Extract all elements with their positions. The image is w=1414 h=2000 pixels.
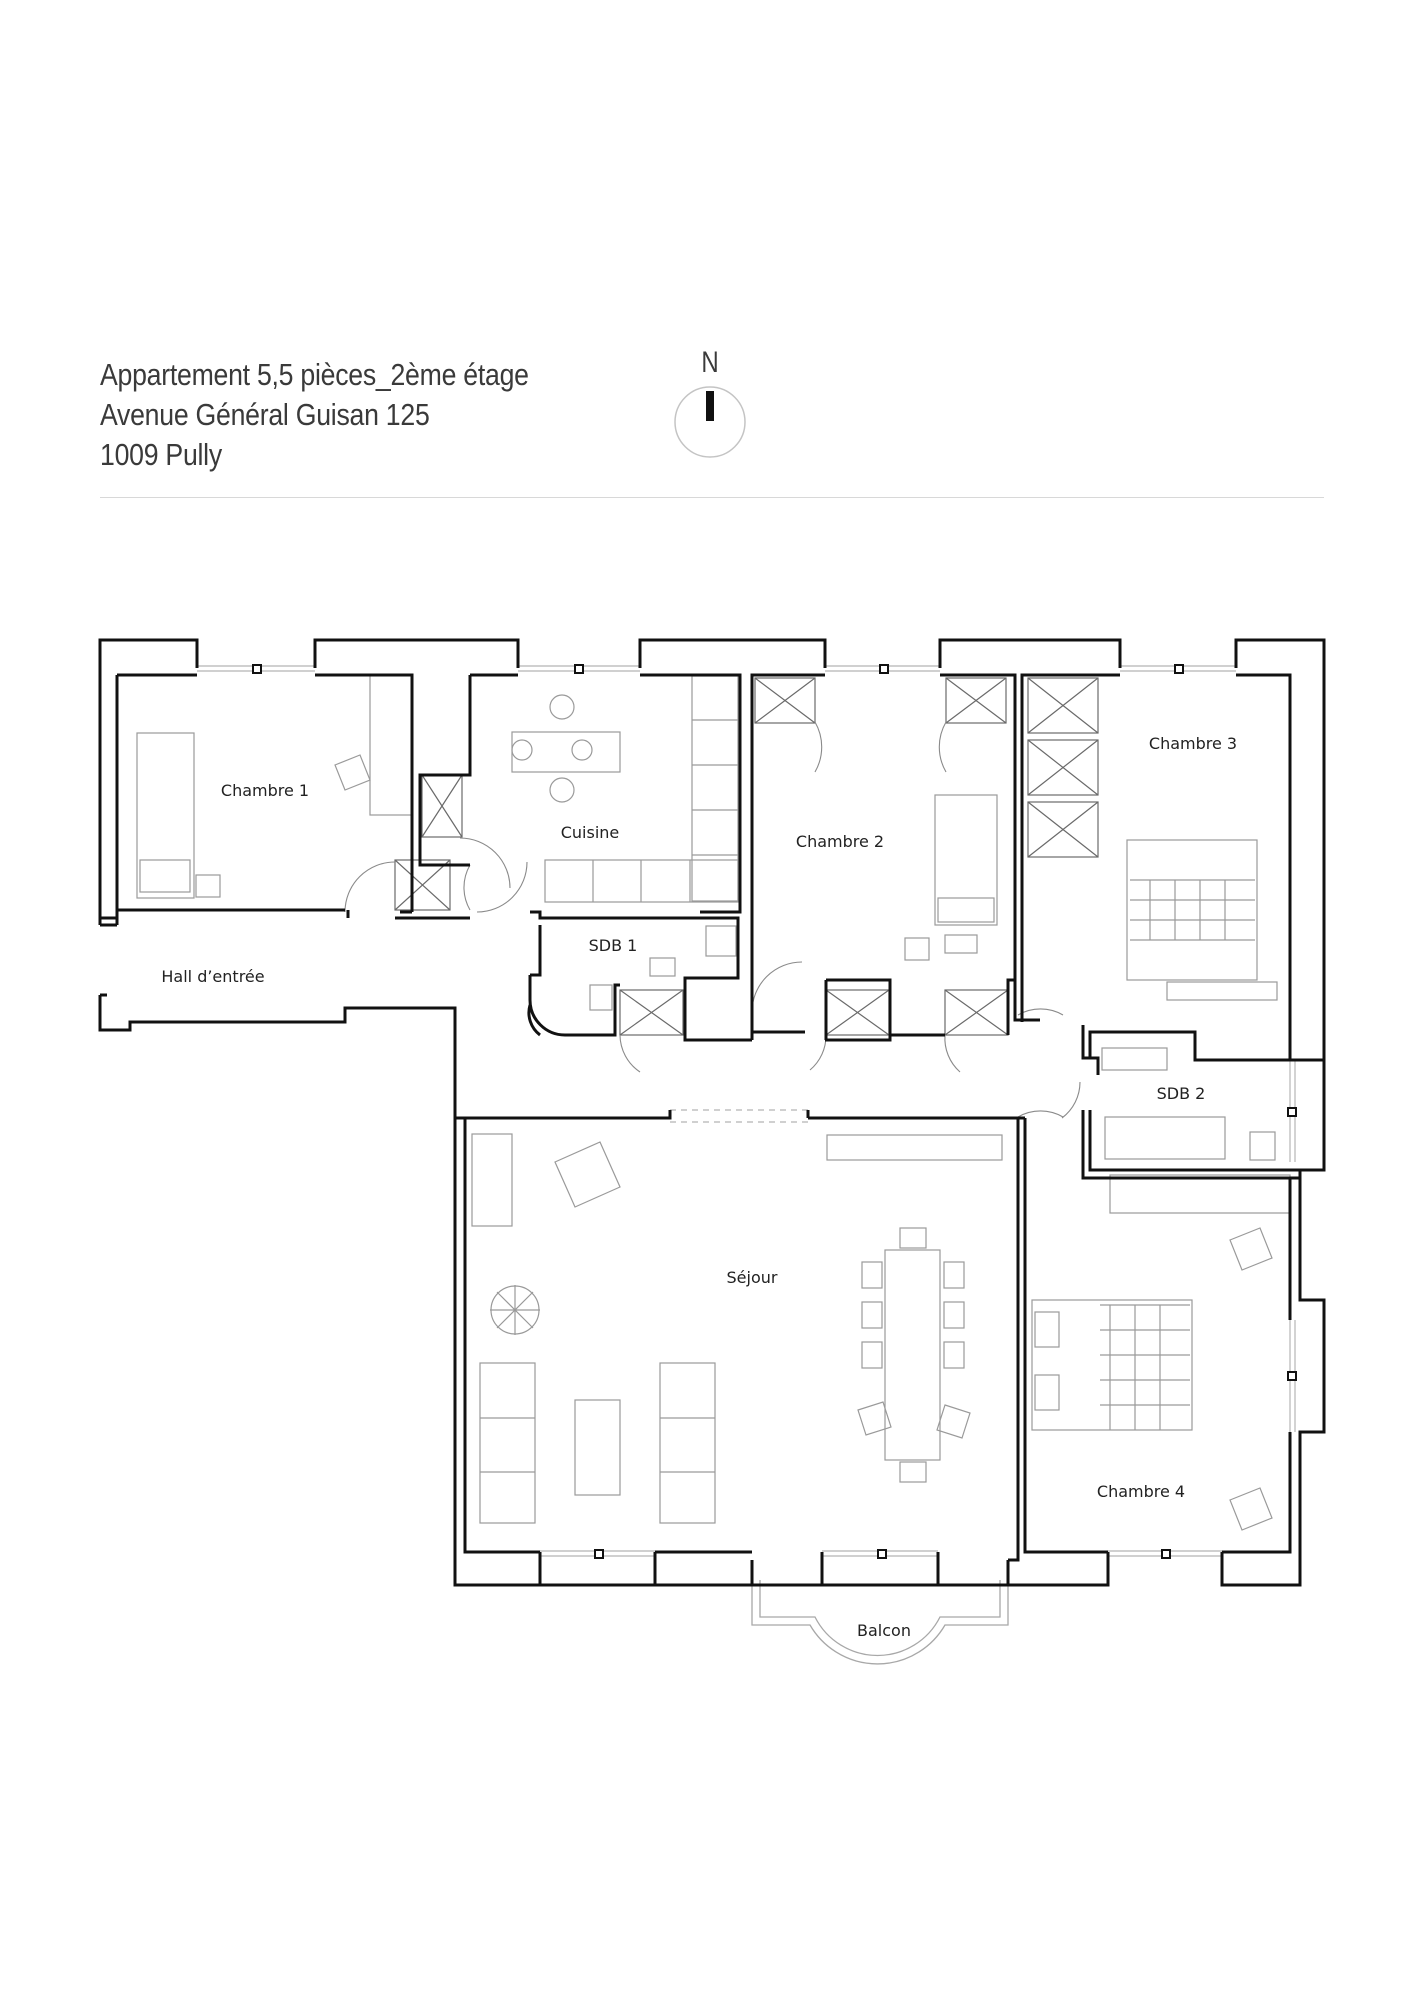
nightstand-chambre1	[195, 874, 221, 898]
north-compass-icon: N	[670, 346, 750, 466]
chair-cuisine-1	[549, 694, 575, 720]
dining-chair-4	[943, 1261, 965, 1289]
windows-layer	[197, 665, 1296, 1557]
dining-chair-8	[899, 1461, 927, 1483]
basin-sdb1	[649, 957, 676, 977]
sofa-sejour-right	[659, 1362, 716, 1524]
compass-north-letter: N	[701, 346, 719, 379]
walls-layer	[98, 638, 1326, 1587]
dining-chair-7	[899, 1227, 927, 1249]
plant-leaves-icon	[490, 1285, 540, 1335]
header-divider	[100, 497, 1324, 498]
sofa-sejour-left	[479, 1362, 536, 1524]
toilet-sdb1	[589, 984, 613, 1011]
label-sdb-1: SDB 1	[589, 936, 638, 955]
dining-chair-10	[936, 1404, 971, 1439]
chair-cuisine-4	[571, 739, 593, 761]
compass-circle-icon	[674, 386, 746, 458]
label-chambre-3: Chambre 3	[1149, 734, 1237, 753]
street-address: Avenue Général Guisan 125	[100, 397, 430, 432]
blanket-chambre3	[1130, 879, 1255, 941]
dining-chair-6	[943, 1341, 965, 1369]
sink-sdb2	[1101, 1047, 1168, 1071]
bench-chambre3	[1166, 981, 1278, 1001]
sink-sdb1	[705, 925, 737, 957]
bed-chambre2	[934, 794, 998, 926]
dining-chair-1	[861, 1261, 883, 1289]
coffee-table-sejour	[574, 1399, 621, 1496]
dining-chair-9	[857, 1401, 892, 1436]
table-cuisine	[511, 731, 621, 773]
pillow-chambre4-a	[1034, 1311, 1060, 1348]
pillow-chambre1	[139, 859, 191, 893]
toilet-sdb2	[1249, 1131, 1276, 1161]
sideboard-sejour	[826, 1134, 1003, 1161]
dining-chair-5	[943, 1301, 965, 1329]
dining-table-sejour	[884, 1249, 941, 1461]
pillow-chambre2	[937, 897, 995, 923]
room-labels: Chambre 1 Cuisine Chambre 2 Chambre 3 SD…	[161, 734, 1237, 1640]
window-posts	[252, 664, 1297, 1559]
chair-chambre1	[334, 754, 371, 791]
label-sdb-2: SDB 2	[1157, 1084, 1206, 1103]
bed-chambre4	[1031, 1299, 1193, 1431]
apartment-title: Appartement 5,5 pièces_2ème étage	[100, 357, 529, 392]
armchair-sejour	[554, 1141, 621, 1208]
chair-cuisine-3	[511, 739, 533, 761]
label-chambre-2: Chambre 2	[796, 832, 884, 851]
pillow-chambre4-b	[1034, 1374, 1060, 1411]
wardrobes-layer	[394, 677, 1099, 1036]
nightstand-chambre2-a	[904, 937, 930, 961]
label-balcon: Balcon	[857, 1621, 911, 1640]
balcony	[751, 1580, 1009, 1665]
bathtub-sdb2	[1104, 1116, 1226, 1160]
dining-chair-2	[861, 1301, 883, 1329]
desk-chambre1	[369, 674, 413, 816]
city-line: 1009 Pully	[100, 437, 222, 472]
label-cuisine: Cuisine	[561, 823, 620, 842]
label-chambre-1: Chambre 1	[221, 781, 309, 800]
dining-chair-3	[861, 1341, 883, 1369]
label-hall-entree: Hall d’entrée	[161, 967, 264, 986]
label-sejour: Séjour	[727, 1268, 778, 1287]
furniture-layer	[136, 674, 1291, 1531]
blanket-chambre4	[1100, 1304, 1190, 1430]
chair-cuisine-2	[549, 777, 575, 803]
counter-cuisine-right	[691, 675, 739, 902]
wardrobe-chambre4	[1109, 1174, 1291, 1214]
bed-chambre1	[136, 732, 195, 899]
label-chambre-4: Chambre 4	[1097, 1482, 1185, 1501]
cabinet-sejour	[471, 1133, 513, 1227]
bed-chambre3	[1126, 839, 1258, 981]
nightstand-chambre2-b	[944, 934, 978, 954]
armchair-chambre4-bottom	[1229, 1487, 1273, 1531]
plan-header: Appartement 5,5 pièces_2ème étage Avenue…	[100, 355, 660, 475]
armchair-chambre4-top	[1229, 1227, 1273, 1271]
